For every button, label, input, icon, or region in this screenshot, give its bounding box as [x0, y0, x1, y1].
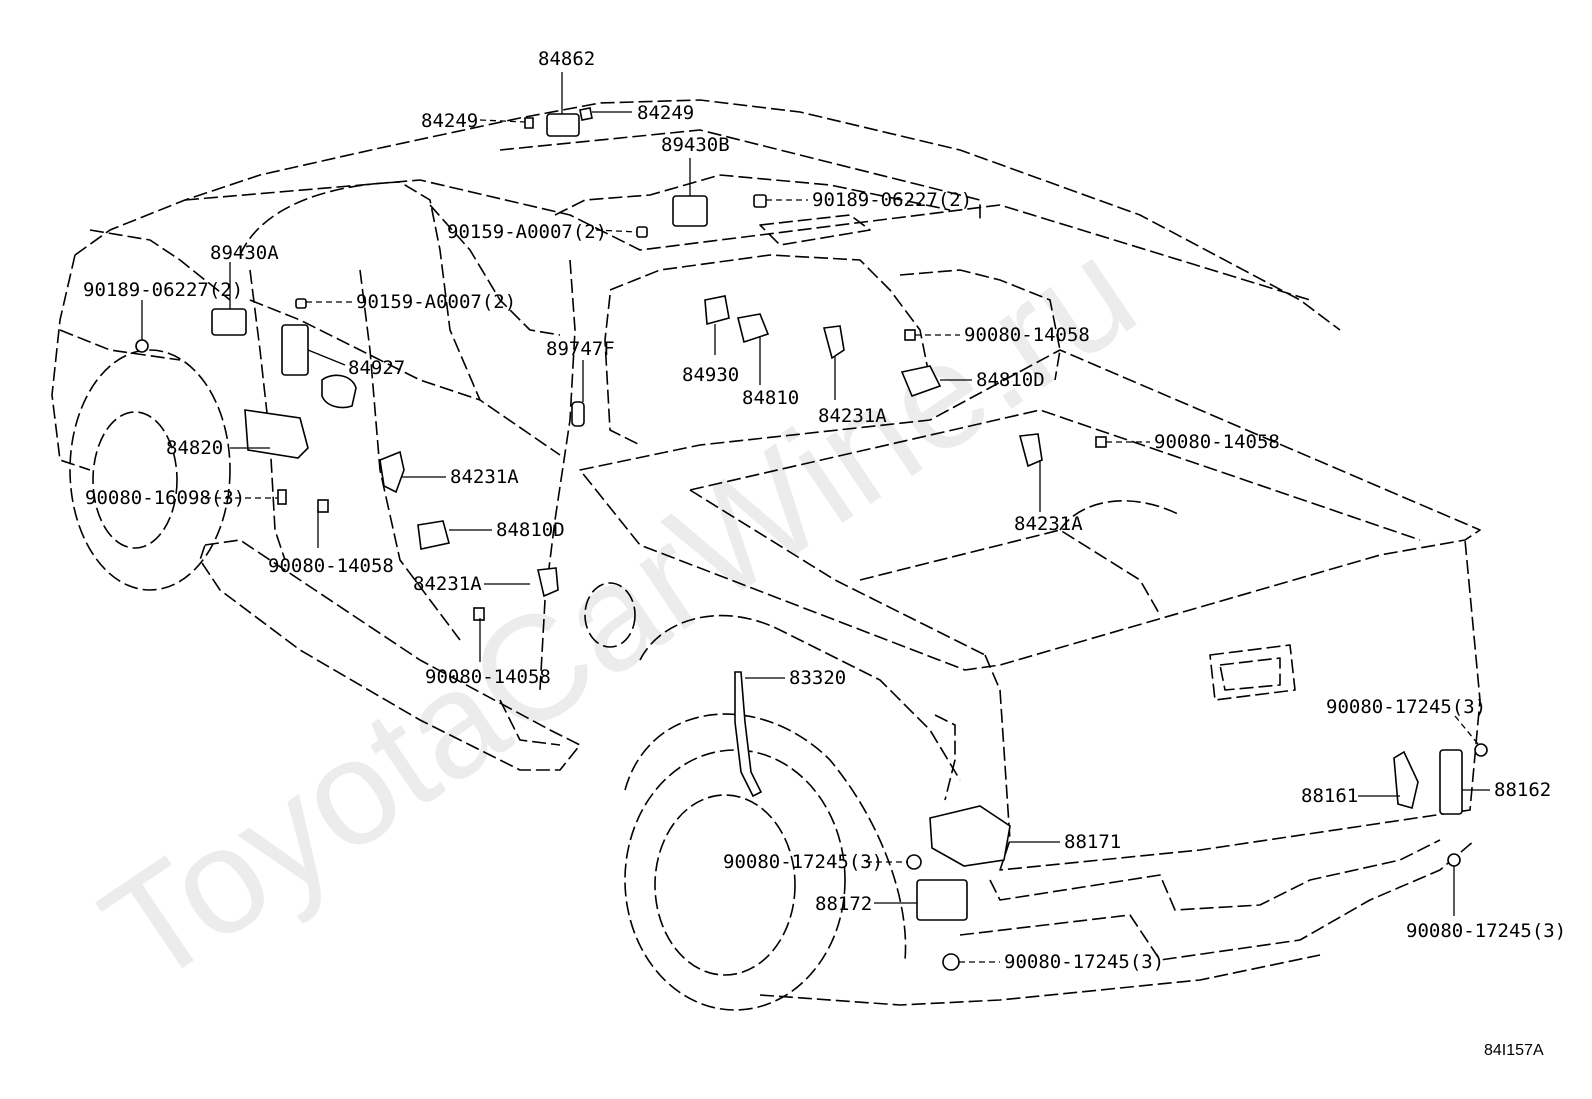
label-90080-17245-rear-lower: 90080-17245(3) [1406, 920, 1566, 942]
label-88172: 88172 [815, 893, 872, 915]
part-84810d-front [417, 520, 450, 550]
label-88161: 88161 [1301, 785, 1358, 807]
label-89430b: 89430B [661, 134, 730, 156]
bolt-90080-front-door [317, 499, 329, 513]
bolt-90159-left [295, 298, 307, 309]
bolt-90080-rear [1095, 436, 1107, 448]
part-88161-bracket [1393, 750, 1419, 810]
label-90080-14058-front-door: 90080-14058 [268, 555, 394, 577]
label-90080-14058-rear-door: 90080-14058 [425, 666, 551, 688]
truck-outline [51, 99, 1481, 1011]
label-89430a: 89430A [210, 242, 279, 264]
nut-90080-bottom [942, 953, 960, 971]
bolt-90080-upper [904, 329, 916, 341]
part-84231a-front [379, 450, 405, 494]
nut-90080-bracket [906, 854, 922, 870]
label-90159-a0007-left: 90159-A0007(2) [356, 291, 516, 313]
label-84249-right: 84249 [637, 102, 694, 124]
label-88162: 88162 [1494, 779, 1551, 801]
label-90080-17245-bracket: 90080-17245(3) [723, 851, 883, 873]
bolt-90080-rear-door [473, 607, 485, 621]
bolt-90189-upper [753, 194, 767, 208]
label-84231a-upper: 84231A [818, 405, 887, 427]
label-84231a-front: 84231A [450, 466, 519, 488]
label-90080-17245-bottom: 90080-17245(3) [1004, 951, 1164, 973]
parts [135, 107, 1488, 971]
clip-84249-right [579, 107, 593, 121]
part-84927-switch [281, 324, 309, 376]
label-90159-a0007-upper: 90159-A0007(2) [447, 221, 607, 243]
label-84810: 84810 [742, 387, 799, 409]
label-89747f: 89747F [546, 338, 615, 360]
part-83320-cable [734, 671, 763, 798]
label-84862: 84862 [538, 48, 595, 70]
door-handle [321, 374, 357, 409]
label-84810d-front: 84810D [496, 519, 565, 541]
part-88172-sensor [916, 879, 968, 921]
part-84930 [704, 295, 730, 326]
label-84810d-rear: 84810D [976, 369, 1045, 391]
part-84810 [737, 313, 770, 344]
part-89747f [571, 401, 585, 427]
clip-84249-left [524, 117, 534, 129]
part-84231a-rear [1018, 433, 1043, 468]
label-90189-06227-left: 90189-06227(2) [83, 279, 243, 301]
bolt-90159-upper [636, 226, 648, 238]
label-88171: 88171 [1064, 831, 1121, 853]
label-84249-left: 84249 [421, 110, 478, 132]
screw-90080-16098 [277, 489, 287, 505]
part-84810d-rear [900, 365, 942, 398]
labels: 84862 84249 84249 89430B 90189-06227(2) … [83, 48, 1566, 1059]
part-88171-bracket [929, 805, 1011, 867]
nut-90080-rear-lower [1447, 853, 1461, 867]
figure-code: 84I157A [1484, 1042, 1544, 1059]
part-84231a-upper [822, 325, 845, 360]
label-83320: 83320 [789, 667, 846, 689]
label-84930: 84930 [682, 364, 739, 386]
part-89430a-sensor [211, 308, 247, 336]
part-88162-sensor [1439, 749, 1463, 815]
label-84231a-rear: 84231A [1014, 513, 1083, 535]
label-90189-06227-upper: 90189-06227(2) [812, 189, 972, 211]
leader-lines [141, 72, 1490, 963]
label-84927: 84927 [348, 357, 405, 379]
bolt-90189-left [135, 339, 149, 353]
label-90080-16098: 90080-16098(3) [85, 487, 245, 509]
part-89430b-sensor [672, 195, 708, 227]
part-84820-switch-assy [244, 409, 309, 459]
label-84231a-rear-door: 84231A [413, 573, 482, 595]
label-84820: 84820 [166, 437, 223, 459]
label-90080-17245-rear-upper: 90080-17245(3) [1326, 696, 1486, 718]
label-90080-14058-upper: 90080-14058 [964, 324, 1090, 346]
part-84862-clip [546, 113, 580, 137]
part-84231a-rear-door [537, 567, 559, 598]
label-90080-14058-rear: 90080-14058 [1154, 431, 1280, 453]
nut-90080-rear-upper [1474, 743, 1488, 757]
